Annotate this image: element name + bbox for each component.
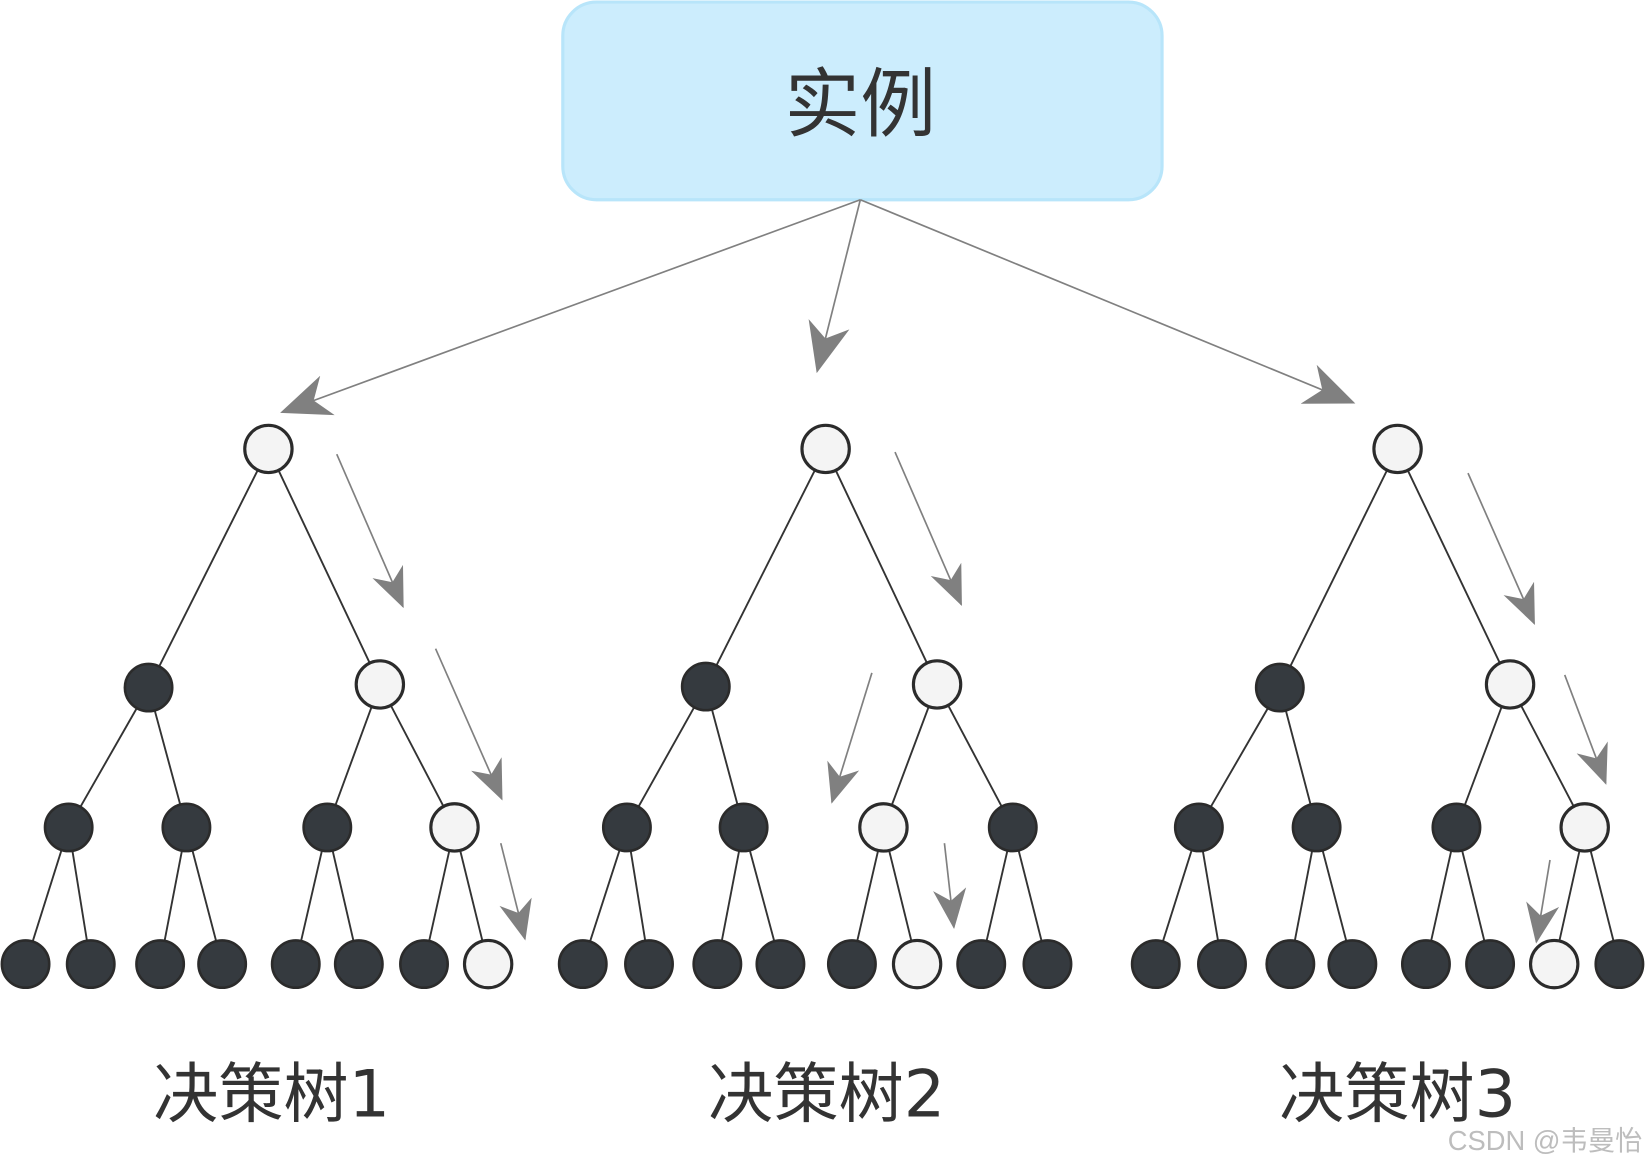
tree-label: 决策树3 (1279, 1057, 1516, 1133)
tree-edge (1198, 687, 1281, 828)
path-arrows (1467, 472, 1608, 944)
leaf-node (65, 939, 116, 990)
tree-edges (24, 448, 490, 965)
tree-node-on-path (911, 659, 963, 710)
leaf-node (333, 939, 384, 990)
tree-node-on-path (1559, 802, 1610, 853)
path-arrow (933, 843, 967, 929)
leaf-node-on-path (1528, 938, 1580, 990)
tree-node-on-path (858, 802, 909, 853)
leaf-node (1022, 939, 1073, 990)
tree-edge (1509, 683, 1586, 828)
leaf-node (755, 939, 806, 990)
tree-node (43, 802, 94, 853)
path-arrow (335, 453, 404, 609)
watermark: CSDN @韦曼怡 (1448, 1125, 1643, 1156)
tree-edge (67, 687, 150, 828)
leaf-node (1400, 939, 1451, 990)
tree-nodes (557, 423, 1073, 990)
leaf-node (1130, 939, 1181, 990)
tree-edge (824, 448, 938, 685)
tree-node (302, 802, 353, 853)
path-arrow (827, 672, 873, 804)
path-arrows (827, 451, 967, 929)
tree-node (1431, 802, 1482, 853)
leaf-node (0, 939, 51, 990)
tree-edge (147, 448, 270, 689)
root-node-on-path (243, 423, 294, 475)
tree-node (718, 802, 769, 853)
leaf-node (956, 939, 1007, 990)
leaf-node (1265, 939, 1316, 990)
tree-edge (626, 686, 707, 828)
leaf-node (399, 939, 449, 990)
leaf-node-on-path (891, 938, 943, 990)
path-arrow (499, 842, 532, 941)
leaf-node (1465, 939, 1516, 990)
tree-label: 决策树1 (153, 1057, 390, 1133)
tree-node (161, 802, 212, 853)
leaf-node (135, 939, 186, 990)
tree-node-on-path (354, 659, 406, 710)
tree-node-on-path (1484, 659, 1536, 710)
tree-edge (704, 448, 827, 687)
instance-arrow-to-tree-2 (808, 199, 862, 374)
path-arrow (1467, 472, 1536, 625)
leaf-node (692, 939, 743, 990)
instance-label: 实例 (785, 60, 936, 148)
instance-arrow-to-tree-1 (280, 198, 861, 416)
tree-node (987, 802, 1038, 853)
leaf-node (624, 939, 674, 990)
leaf-node (1594, 939, 1645, 990)
decision-tree-2: 决策树2 (557, 423, 1073, 1133)
decision-tree-3: 决策树3 (1130, 423, 1645, 1133)
tree-edge (1278, 448, 1399, 689)
tree-node (1173, 802, 1224, 853)
leaf-node (557, 939, 608, 990)
tree-edges (581, 448, 1049, 965)
tree-node-on-path (429, 802, 480, 853)
root-node-on-path (1372, 423, 1423, 475)
decision-tree-1: 决策树1 (0, 423, 532, 1133)
tree-node (1291, 802, 1342, 853)
tree-node (123, 662, 174, 713)
instance-node: 实例 (561, 0, 1164, 202)
path-arrow (434, 648, 503, 801)
instance-arrow-to-tree-3 (860, 198, 1356, 404)
tree-edges (1154, 448, 1621, 965)
path-arrow (894, 451, 963, 607)
leaf-node (826, 939, 877, 990)
tree-edge (326, 684, 381, 828)
tree-edge (882, 684, 938, 828)
leaf-node (197, 939, 248, 990)
tree-node (680, 661, 731, 712)
tree-label: 决策树2 (708, 1057, 945, 1133)
tree-node (601, 802, 652, 853)
tree-edge (1455, 684, 1511, 828)
tree-edge (936, 683, 1014, 828)
tree-edge (1396, 448, 1511, 685)
instance-arrows (280, 198, 1356, 416)
tree-nodes (0, 423, 514, 990)
leaf-node (1197, 939, 1247, 990)
leaf-node (270, 939, 321, 990)
root-node-on-path (800, 423, 851, 475)
path-arrows (335, 453, 532, 941)
tree-node (1254, 662, 1305, 713)
leaf-node-on-path (462, 938, 514, 990)
leaf-node (1327, 939, 1378, 990)
path-arrow (1563, 674, 1608, 785)
tree-edge (267, 448, 381, 685)
tree-edge (379, 683, 456, 828)
tree-nodes (1130, 423, 1645, 990)
path-arrow (1526, 859, 1560, 944)
